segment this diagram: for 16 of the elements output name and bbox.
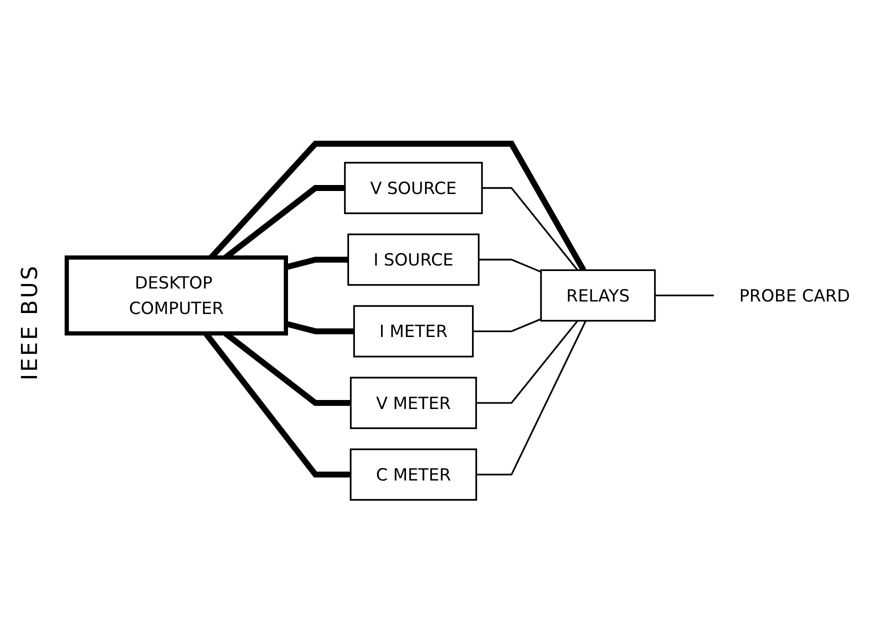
connector — [478, 258, 542, 273]
node-box: RELAYS — [540, 270, 656, 322]
node-text: PROBE CARD — [739, 286, 850, 306]
node-box: V SOURCE — [344, 162, 483, 214]
connector — [208, 140, 586, 272]
connector — [654, 294, 714, 296]
node-box: C METER — [350, 448, 478, 501]
node-box: I SOURCE — [347, 234, 480, 286]
connector — [476, 320, 578, 404]
node-box: V METER — [350, 377, 477, 430]
connector — [476, 320, 587, 476]
connector — [482, 187, 578, 271]
connector — [472, 318, 542, 332]
bus-label: IEEE BUS — [18, 264, 42, 380]
node-box: DESKTOP COMPUTER — [64, 256, 288, 336]
node-box: I METER — [353, 305, 474, 358]
